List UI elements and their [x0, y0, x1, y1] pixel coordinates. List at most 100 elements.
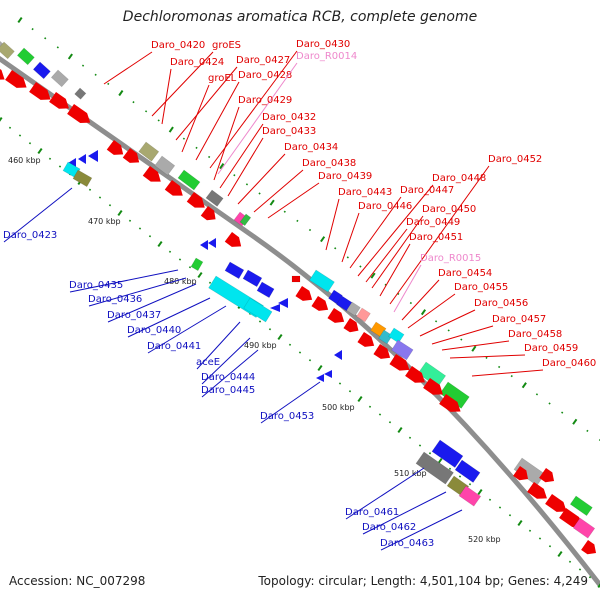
- gene-feature[interactable]: [142, 166, 165, 186]
- gene-label-daro-0451[interactable]: Daro_0451: [409, 232, 463, 243]
- gene-feature[interactable]: [270, 304, 280, 312]
- gene-feature[interactable]: [256, 281, 275, 299]
- gene-label-daro-0436[interactable]: Daro_0436: [88, 294, 142, 305]
- gene-feature[interactable]: [50, 69, 69, 88]
- gene-feature[interactable]: [559, 508, 586, 532]
- gene-feature[interactable]: [208, 238, 216, 248]
- gene-label-daro-0455[interactable]: Daro_0455: [454, 282, 508, 293]
- gene-label-daro-0437[interactable]: Daro_0437: [107, 310, 161, 321]
- gene-feature[interactable]: [5, 70, 30, 92]
- gene-label-daro-0461[interactable]: Daro_0461: [345, 507, 399, 518]
- gene-feature[interactable]: [242, 269, 263, 288]
- gene-label-daro-0459[interactable]: Daro_0459: [524, 343, 578, 354]
- gene-feature[interactable]: [539, 468, 557, 486]
- gene-feature[interactable]: [324, 370, 332, 378]
- gene-feature[interactable]: [177, 169, 201, 191]
- gene-feature[interactable]: [545, 494, 570, 516]
- gene-feature[interactable]: [513, 466, 531, 484]
- gene-feature[interactable]: [0, 41, 15, 60]
- gene-feature[interactable]: [417, 361, 447, 388]
- gene-feature[interactable]: [49, 92, 72, 113]
- gene-feature[interactable]: [378, 329, 393, 345]
- gene-feature[interactable]: [309, 269, 335, 293]
- gene-label-groel[interactable]: groEL: [208, 73, 237, 84]
- gene-feature[interactable]: [356, 307, 371, 323]
- gene-label-daro-0462[interactable]: Daro_0462: [362, 522, 416, 533]
- gene-feature[interactable]: [74, 87, 87, 100]
- gene-feature[interactable]: [295, 286, 315, 305]
- gene-feature[interactable]: [439, 394, 464, 416]
- gene-label-daro-0458[interactable]: Daro_0458: [508, 329, 562, 340]
- gene-label-daro-r0015[interactable]: Daro_R0015: [420, 253, 481, 264]
- gene-feature[interactable]: [415, 451, 454, 485]
- gene-feature[interactable]: [243, 297, 273, 323]
- gene-label-daro-0427[interactable]: Daro_0427: [236, 55, 290, 66]
- gene-feature[interactable]: [138, 141, 160, 162]
- gene-label-daro-0445[interactable]: Daro_0445: [201, 385, 255, 396]
- gene-feature[interactable]: [205, 189, 224, 207]
- gene-feature[interactable]: [78, 154, 86, 164]
- gene-feature[interactable]: [32, 61, 51, 80]
- gene-label-daro-0444[interactable]: Daro_0444: [201, 372, 255, 383]
- gene-label-daro-0428[interactable]: Daro_0428: [238, 70, 292, 81]
- gene-feature[interactable]: [200, 206, 219, 224]
- gene-feature[interactable]: [29, 82, 54, 104]
- gene-feature[interactable]: [581, 540, 599, 558]
- gene-label-daro-0456[interactable]: Daro_0456: [474, 298, 528, 309]
- gene-label-daro-0439[interactable]: Daro_0439: [318, 171, 372, 182]
- gene-feature[interactable]: [431, 439, 464, 468]
- gene-feature[interactable]: [327, 308, 347, 327]
- gene-label-daro-r0014[interactable]: Daro_R0014: [296, 51, 357, 62]
- gene-label-daro-0443[interactable]: Daro_0443: [338, 187, 392, 198]
- gene-feature[interactable]: [527, 482, 550, 503]
- gene-label-acee[interactable]: aceE: [196, 357, 220, 368]
- gene-feature[interactable]: [239, 213, 252, 227]
- gene-label-daro-0457[interactable]: Daro_0457: [492, 314, 546, 325]
- gene-label-daro-0448[interactable]: Daro_0448: [432, 173, 486, 184]
- gene-feature[interactable]: [388, 327, 405, 344]
- gene-label-daro-0420[interactable]: Daro_0420: [151, 40, 205, 51]
- gene-label-daro-0438[interactable]: Daro_0438: [302, 158, 356, 169]
- gene-feature[interactable]: [16, 47, 35, 66]
- gene-label-groes[interactable]: groES: [212, 40, 241, 51]
- gene-feature[interactable]: [164, 180, 187, 200]
- gene-feature[interactable]: [569, 495, 593, 517]
- gene-feature[interactable]: [278, 298, 288, 308]
- gene-label-daro-0447[interactable]: Daro_0447: [400, 185, 454, 196]
- gene-feature[interactable]: [405, 366, 428, 387]
- gene-feature[interactable]: [200, 240, 208, 250]
- gene-feature[interactable]: [224, 232, 245, 251]
- gene-label-daro-0441[interactable]: Daro_0441: [147, 341, 201, 352]
- gene-feature[interactable]: [389, 354, 412, 375]
- gene-feature[interactable]: [346, 301, 361, 317]
- gene-feature[interactable]: [224, 261, 245, 280]
- gene-feature[interactable]: [190, 257, 204, 272]
- gene-feature[interactable]: [373, 344, 393, 363]
- gene-feature[interactable]: [72, 169, 93, 188]
- gene-feature[interactable]: [343, 318, 361, 336]
- gene-label-daro-0453[interactable]: Daro_0453: [260, 411, 314, 422]
- gene-label-daro-0434[interactable]: Daro_0434: [284, 142, 338, 153]
- gene-label-daro-0430[interactable]: Daro_0430: [296, 39, 350, 50]
- gene-feature[interactable]: [67, 104, 94, 128]
- gene-label-daro-0423[interactable]: Daro_0423: [3, 230, 57, 241]
- gene-label-daro-0435[interactable]: Daro_0435: [69, 280, 123, 291]
- gene-label-daro-0446[interactable]: Daro_0446: [358, 201, 412, 212]
- gene-feature[interactable]: [334, 350, 342, 360]
- gene-feature[interactable]: [423, 378, 446, 399]
- gene-label-daro-0449[interactable]: Daro_0449: [406, 217, 460, 228]
- gene-label-daro-0440[interactable]: Daro_0440: [127, 325, 181, 336]
- gene-label-daro-0463[interactable]: Daro_0463: [380, 538, 434, 549]
- gene-feature[interactable]: [291, 275, 301, 283]
- gene-label-daro-0450[interactable]: Daro_0450: [422, 204, 476, 215]
- gene-feature[interactable]: [186, 192, 209, 212]
- gene-feature[interactable]: [458, 485, 482, 507]
- gene-label-daro-0454[interactable]: Daro_0454: [438, 268, 492, 279]
- gene-label-daro-0460[interactable]: Daro_0460: [542, 358, 596, 369]
- gene-feature[interactable]: [357, 332, 377, 351]
- gene-feature[interactable]: [454, 459, 481, 483]
- gene-label-daro-0432[interactable]: Daro_0432: [262, 112, 316, 123]
- gene-feature[interactable]: [316, 374, 324, 382]
- gene-feature[interactable]: [122, 148, 143, 167]
- gene-feature[interactable]: [311, 296, 331, 315]
